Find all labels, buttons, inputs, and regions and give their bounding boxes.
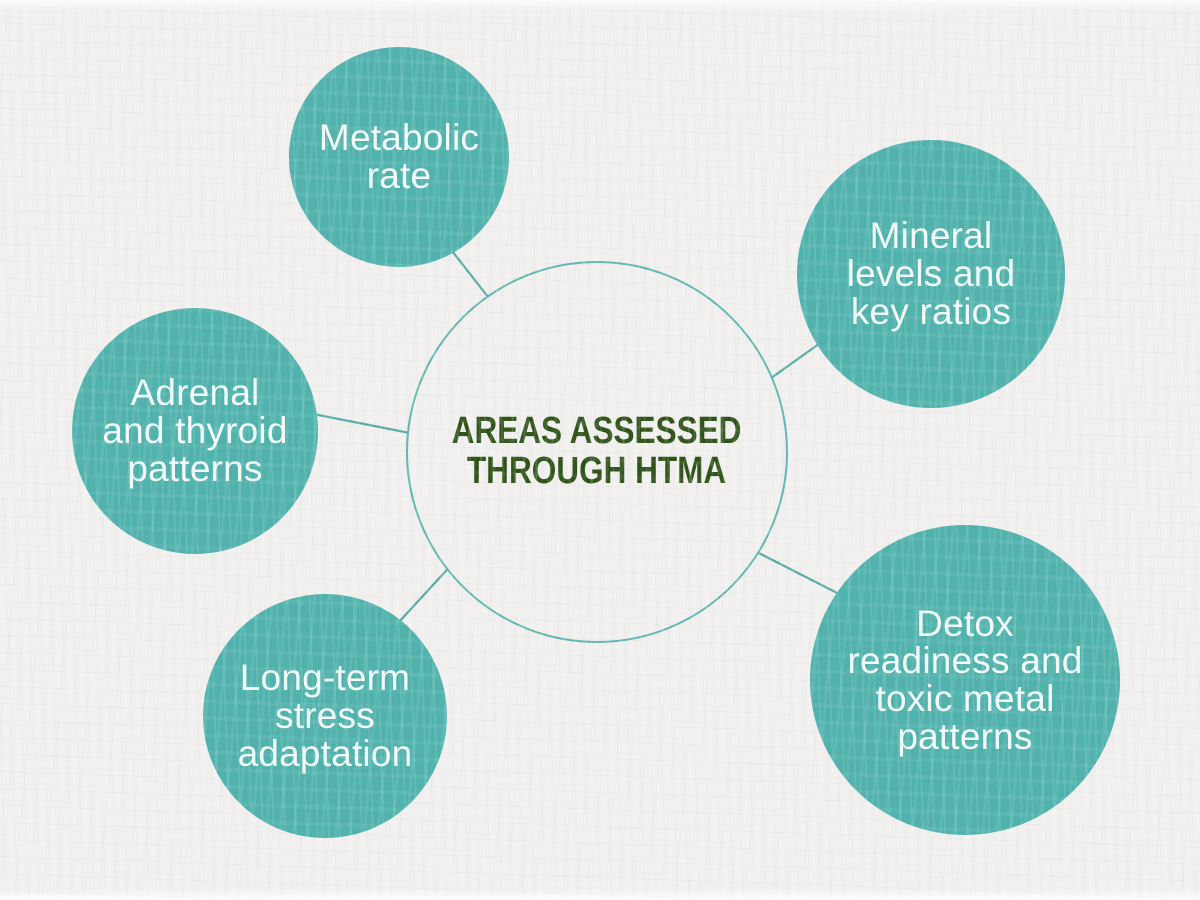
node-mineral-levels: Mineral levels and key ratios [797,140,1065,408]
node-metabolic-rate: Metabolic rate [289,47,509,267]
central-node: AREAS ASSESSED THROUGH HTMA [406,261,788,643]
node-label: Adrenal and thyroid patterns [102,372,288,489]
node-long-term-stress: Long-term stress adaptation [203,594,447,838]
node-label: Metabolic rate [318,117,480,196]
connector-line-longterm [398,560,456,623]
node-detox-readiness: Detox readiness and toxic metal patterns [810,525,1120,835]
node-label: Long-term stress adaptation [237,657,413,774]
node-label: Detox readiness and toxic metal patterns [847,602,1083,757]
connector-line-adrenal [307,411,421,437]
node-label: Mineral levels and key ratios [846,215,1016,332]
diagram-title: AREAS ASSESSED THROUGH HTMA [452,410,742,492]
connector-line-detox [748,547,844,597]
node-adrenal-thyroid: Adrenal and thyroid patterns [72,308,318,554]
